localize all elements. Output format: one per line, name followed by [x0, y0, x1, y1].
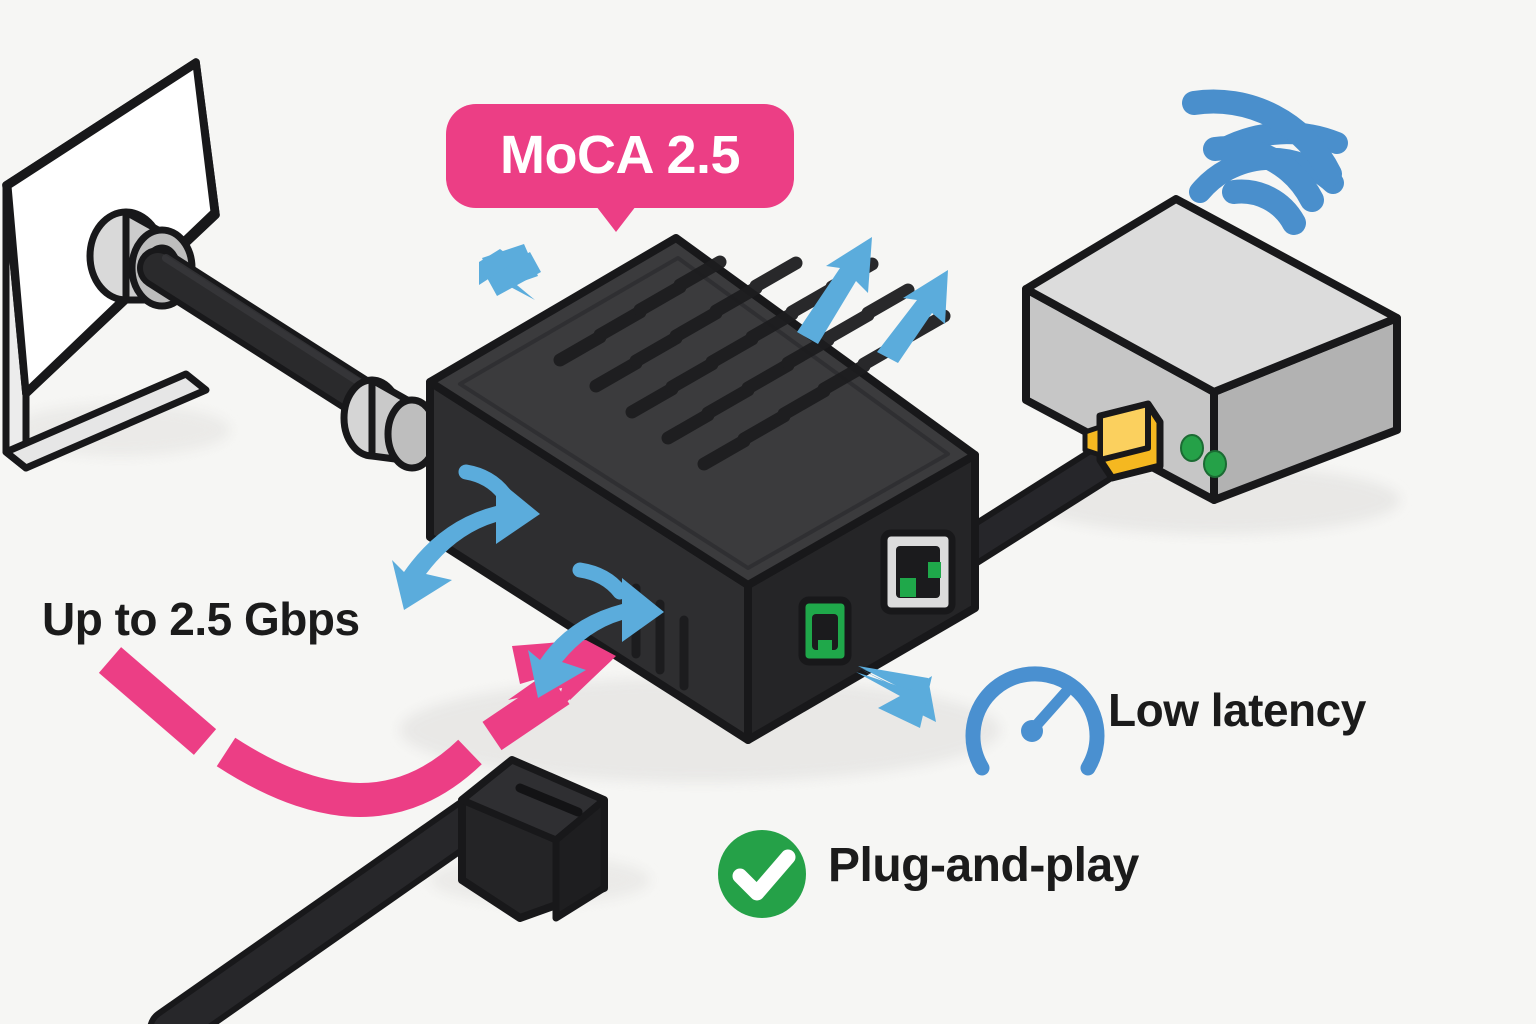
data-flow-arrow: [98, 647, 570, 818]
wifi-router: [1022, 89, 1401, 504]
rj45-plug: [1082, 400, 1164, 482]
moca-adapter: [426, 234, 979, 744]
router-led-2: [1203, 450, 1227, 478]
router-led-1: [1180, 434, 1204, 462]
plug-and-play-label: Plug-and-play: [828, 839, 1139, 892]
coax-wall-outlet: [2, 58, 220, 472]
signal-arrow-up-right-1: [797, 237, 872, 344]
signal-arrow-down-right: [856, 666, 936, 728]
speed-label: Up to 2.5 Gbps: [42, 593, 360, 645]
signal-arrow-double-lower: [528, 578, 664, 698]
signal-arc-lower: [572, 562, 628, 600]
signal-arc-left: [458, 464, 512, 502]
wifi-signal-icon-arcs: [1182, 89, 1342, 235]
moca-badge-label: MoCA 2.5: [499, 125, 741, 185]
signal-arrows: [392, 237, 948, 728]
power-plug: [147, 756, 608, 1024]
signal-arrow-up-right-2: [877, 270, 948, 363]
signal-arrow-up-left: [479, 244, 541, 300]
low-latency-gauge-icon: [965, 666, 1105, 776]
moca-badge[interactable]: [446, 104, 794, 232]
ethernet-port: [880, 529, 956, 615]
coax-f-connector: [340, 376, 440, 472]
low-latency-label: Low latency: [1108, 684, 1366, 736]
power-port: [798, 596, 852, 666]
signal-arrow-double-left: [392, 478, 540, 610]
check-circle-icon: [718, 830, 806, 918]
